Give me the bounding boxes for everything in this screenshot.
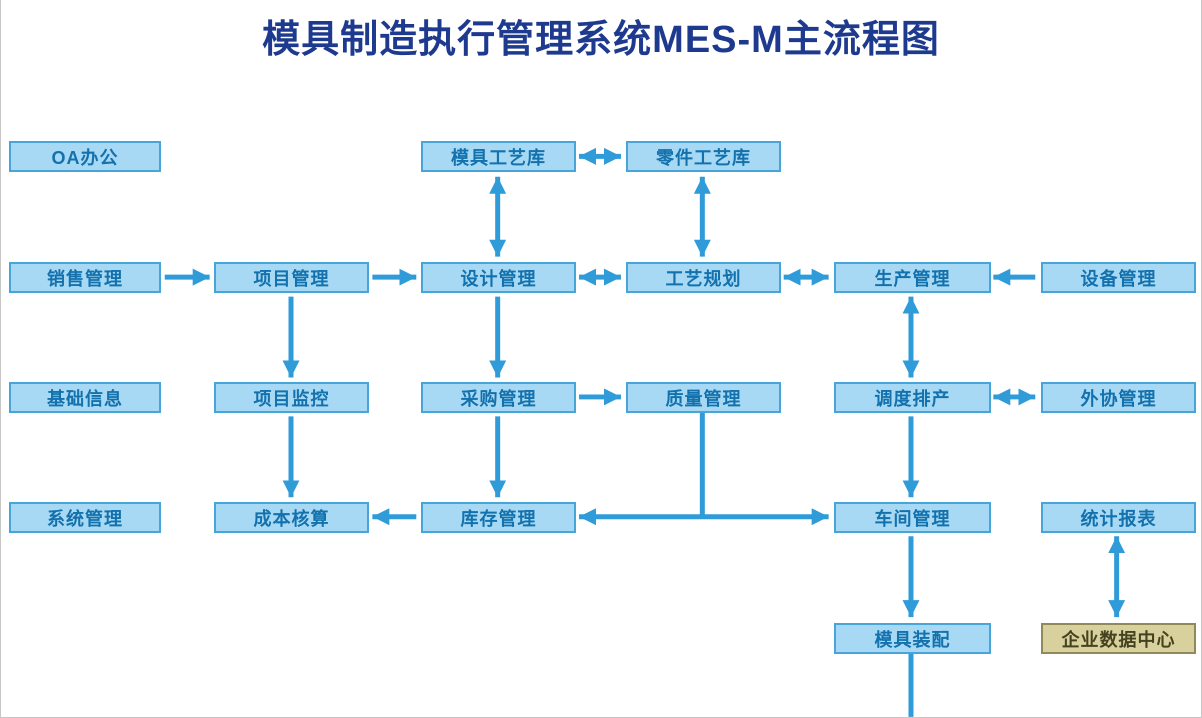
- node-process-planning: 工艺规划: [626, 262, 781, 293]
- node-cost-accounting: 成本核算: [214, 502, 369, 533]
- node-outsourcing-management: 外协管理: [1041, 382, 1196, 413]
- node-quality-management: 质量管理: [626, 382, 781, 413]
- node-mold-process-library: 模具工艺库: [421, 141, 576, 172]
- node-project-monitoring: 项目监控: [214, 382, 369, 413]
- node-project-management: 项目管理: [214, 262, 369, 293]
- node-design-management: 设计管理: [421, 262, 576, 293]
- node-oa-office: OA办公: [9, 141, 161, 172]
- node-scheduling: 调度排产: [834, 382, 991, 413]
- node-workshop-management: 车间管理: [834, 502, 991, 533]
- node-statistical-reports: 统计报表: [1041, 502, 1196, 533]
- node-part-process-library: 零件工艺库: [626, 141, 781, 172]
- node-sales-management: 销售管理: [9, 262, 161, 293]
- node-enterprise-data-center: 企业数据中心: [1041, 623, 1196, 654]
- node-production-management: 生产管理: [834, 262, 991, 293]
- diagram-title: 模具制造执行管理系统MES-M主流程图: [262, 19, 940, 61]
- node-purchasing-management: 采购管理: [421, 382, 576, 413]
- node-inventory-management: 库存管理: [421, 502, 576, 533]
- node-basic-information: 基础信息: [9, 382, 161, 413]
- node-equipment-management: 设备管理: [1041, 262, 1196, 293]
- node-system-management: 系统管理: [9, 502, 161, 533]
- node-mold-assembly: 模具装配: [834, 623, 991, 654]
